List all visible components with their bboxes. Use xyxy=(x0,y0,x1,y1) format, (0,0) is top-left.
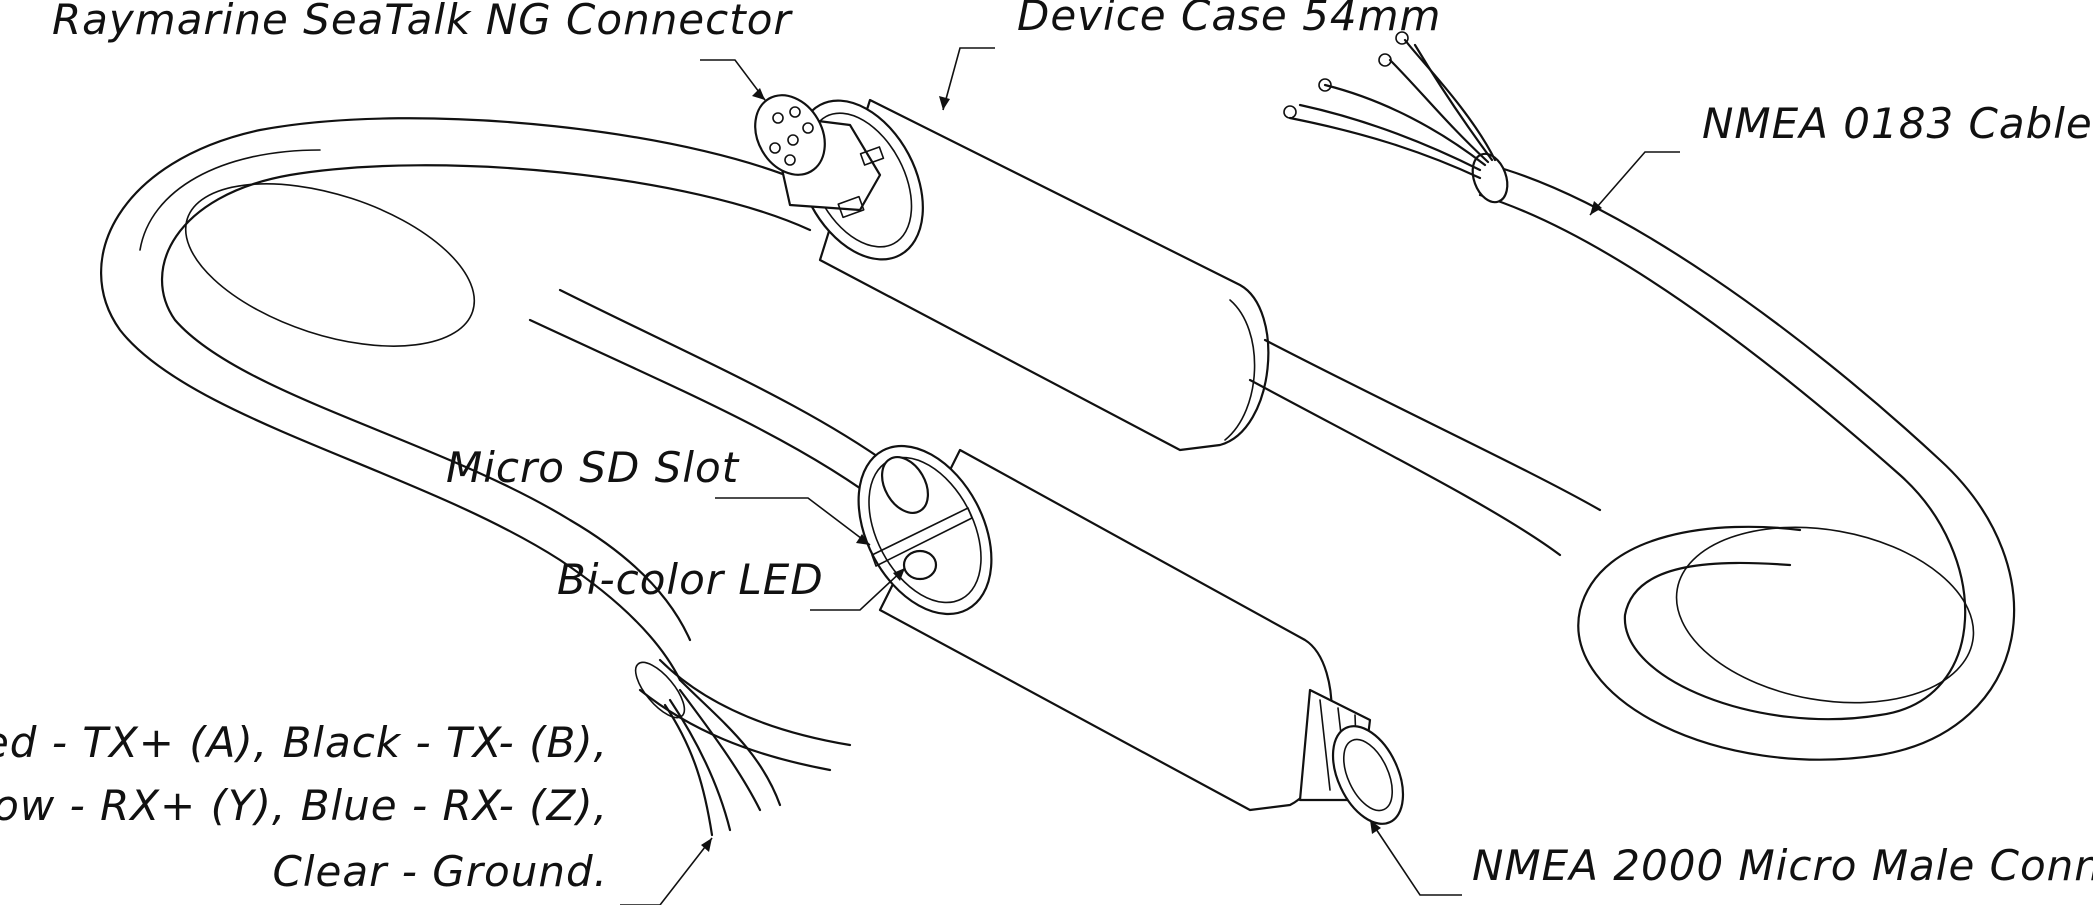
label-bicolor-led: Bi-color LED xyxy=(557,555,824,604)
label-wire-colors-line2: Yellow - RX+ (Y), Blue - RX- (Z), xyxy=(0,781,608,830)
label-seatalk-connector: Raymarine SeaTalk NG Connector xyxy=(52,0,793,44)
label-wire-colors-line1: Red - TX+ (A), Black - TX- (B), xyxy=(0,718,608,767)
stripped-wires-right xyxy=(1283,31,1497,180)
seatalk-cable-loop xyxy=(100,117,912,682)
device-case-lower xyxy=(857,444,1405,825)
label-device-case: Device Case 54mm xyxy=(1017,0,1441,40)
label-nmea2000-connector: NMEA 2000 Micro Male Connector xyxy=(1472,841,2093,890)
label-micro-sd-slot: Micro SD Slot xyxy=(446,443,740,492)
stripped-wires-left xyxy=(634,658,852,837)
nmea0183-cable xyxy=(1248,152,2016,761)
led-shape xyxy=(902,549,938,581)
label-wire-colors-line3: Clear - Ground. xyxy=(273,847,608,896)
seatalk-connector xyxy=(754,94,885,219)
leader-lines xyxy=(620,47,1680,905)
micro-sd-slot-shape xyxy=(871,507,973,567)
label-nmea0183-cable: NMEA 0183 Cable xyxy=(1702,99,2093,148)
